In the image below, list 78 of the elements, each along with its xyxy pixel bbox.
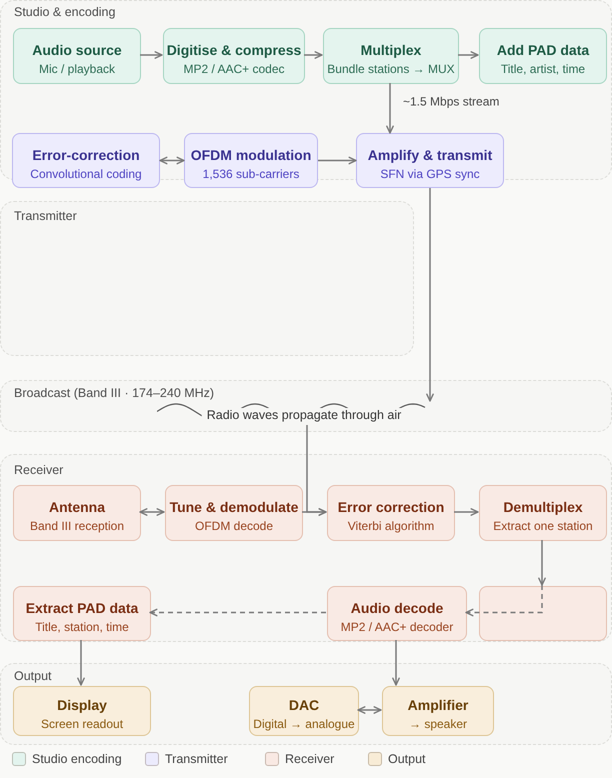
arrow: [458, 51, 479, 59]
step-title: Error-correction: [32, 146, 140, 164]
step-subtitle: Viterbi algorithm: [348, 519, 434, 534]
group-band: [0, 454, 612, 642]
group-label: Receiver: [14, 463, 64, 477]
arrow: [538, 540, 546, 586]
process-box: [327, 586, 467, 641]
process-box: [382, 686, 494, 736]
process-box: [479, 586, 607, 641]
arrow: [318, 156, 357, 164]
process-box: [13, 686, 151, 736]
process-box: [327, 485, 455, 541]
process-box: [356, 133, 504, 188]
legend-label: Receiver: [285, 751, 334, 767]
step-subtitle: 1,536 sub-carriers: [202, 166, 300, 182]
group-band: [0, 201, 414, 356]
step-subtitle: Title, station, time: [35, 620, 129, 634]
group-band: [0, 663, 612, 745]
step-subtitle: Title, artist, time: [500, 62, 586, 77]
group-label: Broadcast (Band III · 174–240 MHz): [14, 386, 214, 400]
step-title: Display: [57, 697, 107, 714]
step-subtitle: Screen readout: [40, 717, 124, 732]
group-label: Studio & encoding: [14, 5, 116, 19]
step-subtitle: Extract one station: [493, 519, 593, 534]
step-subtitle: Bundle stations → MUX: [327, 62, 455, 77]
step-title: Antenna: [49, 499, 105, 516]
step-subtitle: MP2 / AAC+ codec: [183, 62, 285, 77]
step-title: Audio source: [32, 42, 122, 59]
step-title: OFDM modulation: [190, 146, 312, 164]
step-title: Add PAD data: [496, 42, 590, 59]
arrow: [77, 640, 85, 686]
group-band: [0, 380, 612, 432]
legend-label: Output: [388, 751, 426, 767]
arrow: [304, 51, 323, 59]
process-box: [13, 485, 141, 541]
double-arrow: [139, 508, 165, 516]
group-label: Output: [14, 669, 52, 683]
arrow: [426, 188, 434, 402]
arrow: [386, 83, 394, 134]
step-title: DAC: [288, 697, 320, 714]
step-title: Error correction: [338, 499, 444, 516]
process-box: [12, 133, 160, 188]
step-title: Audio decode: [350, 600, 444, 616]
process-box: [249, 686, 359, 736]
legend-label: Studio encoding: [32, 751, 122, 767]
process-box: [479, 28, 607, 84]
step-subtitle: → speaker: [408, 717, 468, 732]
double-arrow: [357, 706, 382, 714]
arrow: [392, 640, 400, 686]
step-title: Extract PAD data: [26, 600, 138, 616]
step-title: Amplify & transmit: [368, 146, 492, 164]
step-title: Tune & demodulate: [170, 499, 298, 516]
arrow: [302, 508, 327, 516]
step-subtitle: Band III reception: [30, 519, 124, 534]
arrow: [465, 585, 543, 616]
arrow: [149, 608, 326, 616]
process-box: [184, 133, 318, 188]
step-subtitle: Convolutional coding: [30, 166, 142, 182]
group-label: Transmitter: [14, 209, 77, 223]
process-box: [323, 28, 459, 84]
process-box: [13, 586, 151, 641]
step-subtitle: SFN via GPS sync: [380, 166, 480, 182]
step-subtitle: Mic / playback: [38, 62, 116, 77]
double-arrow: [159, 156, 185, 164]
process-box: [163, 28, 305, 84]
step-title: Digitise & compress: [166, 42, 302, 59]
step-subtitle: MP2 / AAC+ decoder: [340, 620, 454, 634]
step-title: Amplifier: [408, 697, 468, 714]
step-subtitle: Digital → analogue: [253, 717, 355, 732]
process-box: [479, 485, 607, 541]
legend-label: Transmitter: [165, 751, 228, 767]
process-box: [165, 485, 303, 541]
process-box: [13, 28, 141, 84]
step-title: Demultiplex: [503, 499, 583, 516]
arrow: [140, 51, 163, 59]
step-subtitle: OFDM decode: [194, 519, 274, 534]
arrow: [454, 508, 479, 516]
step-title: Multiplex: [360, 42, 422, 59]
